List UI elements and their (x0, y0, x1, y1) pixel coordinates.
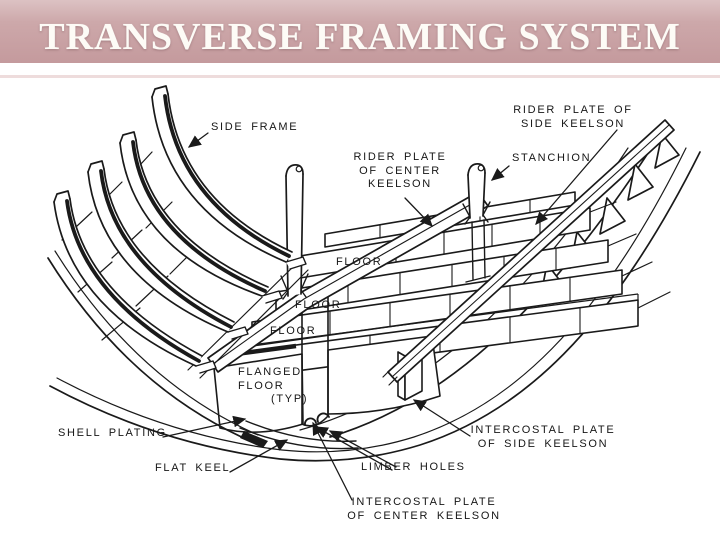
label-limber-holes: LIMBER HOLES (361, 461, 466, 473)
label-rider-plate-center-keelson: RIDER PLATE OF CENTER KEELSON (353, 151, 447, 190)
label-floor-3: FLOOR (270, 325, 317, 337)
leader-arrows (162, 129, 618, 501)
left-frames (53, 85, 307, 374)
label-floor-2: FLOOR (295, 299, 342, 311)
slide-title: TRANSVERSE FRAMING SYSTEM (39, 15, 681, 58)
label-floor-1: FLOOR (336, 256, 383, 268)
banner-underline (0, 75, 720, 78)
label-stanchion: STANCHION (512, 152, 592, 164)
label-rider-plate-side-keelson: RIDER PLATE OF SIDE KEELSON (513, 104, 633, 130)
label-intercostal-plate-side-keelson: INTERCOSTAL PLATE OF SIDE KEELSON (470, 424, 616, 450)
flat-keel-plates (239, 420, 359, 450)
left-shell (47, 151, 309, 444)
label-flat-keel: FLAT KEEL (155, 462, 231, 474)
label-flanged-floor: FLANGED FLOOR (TYP) (238, 366, 309, 405)
label-side-frame: SIDE FRAME (211, 121, 299, 133)
label-intercostal-plate-center-keelson: INTERCOSTAL PLATE OF CENTER KEELSON (347, 496, 501, 522)
label-shell-plating: SHELL PLATING (58, 427, 167, 439)
title-banner: TRANSVERSE FRAMING SYSTEM (0, 0, 720, 63)
